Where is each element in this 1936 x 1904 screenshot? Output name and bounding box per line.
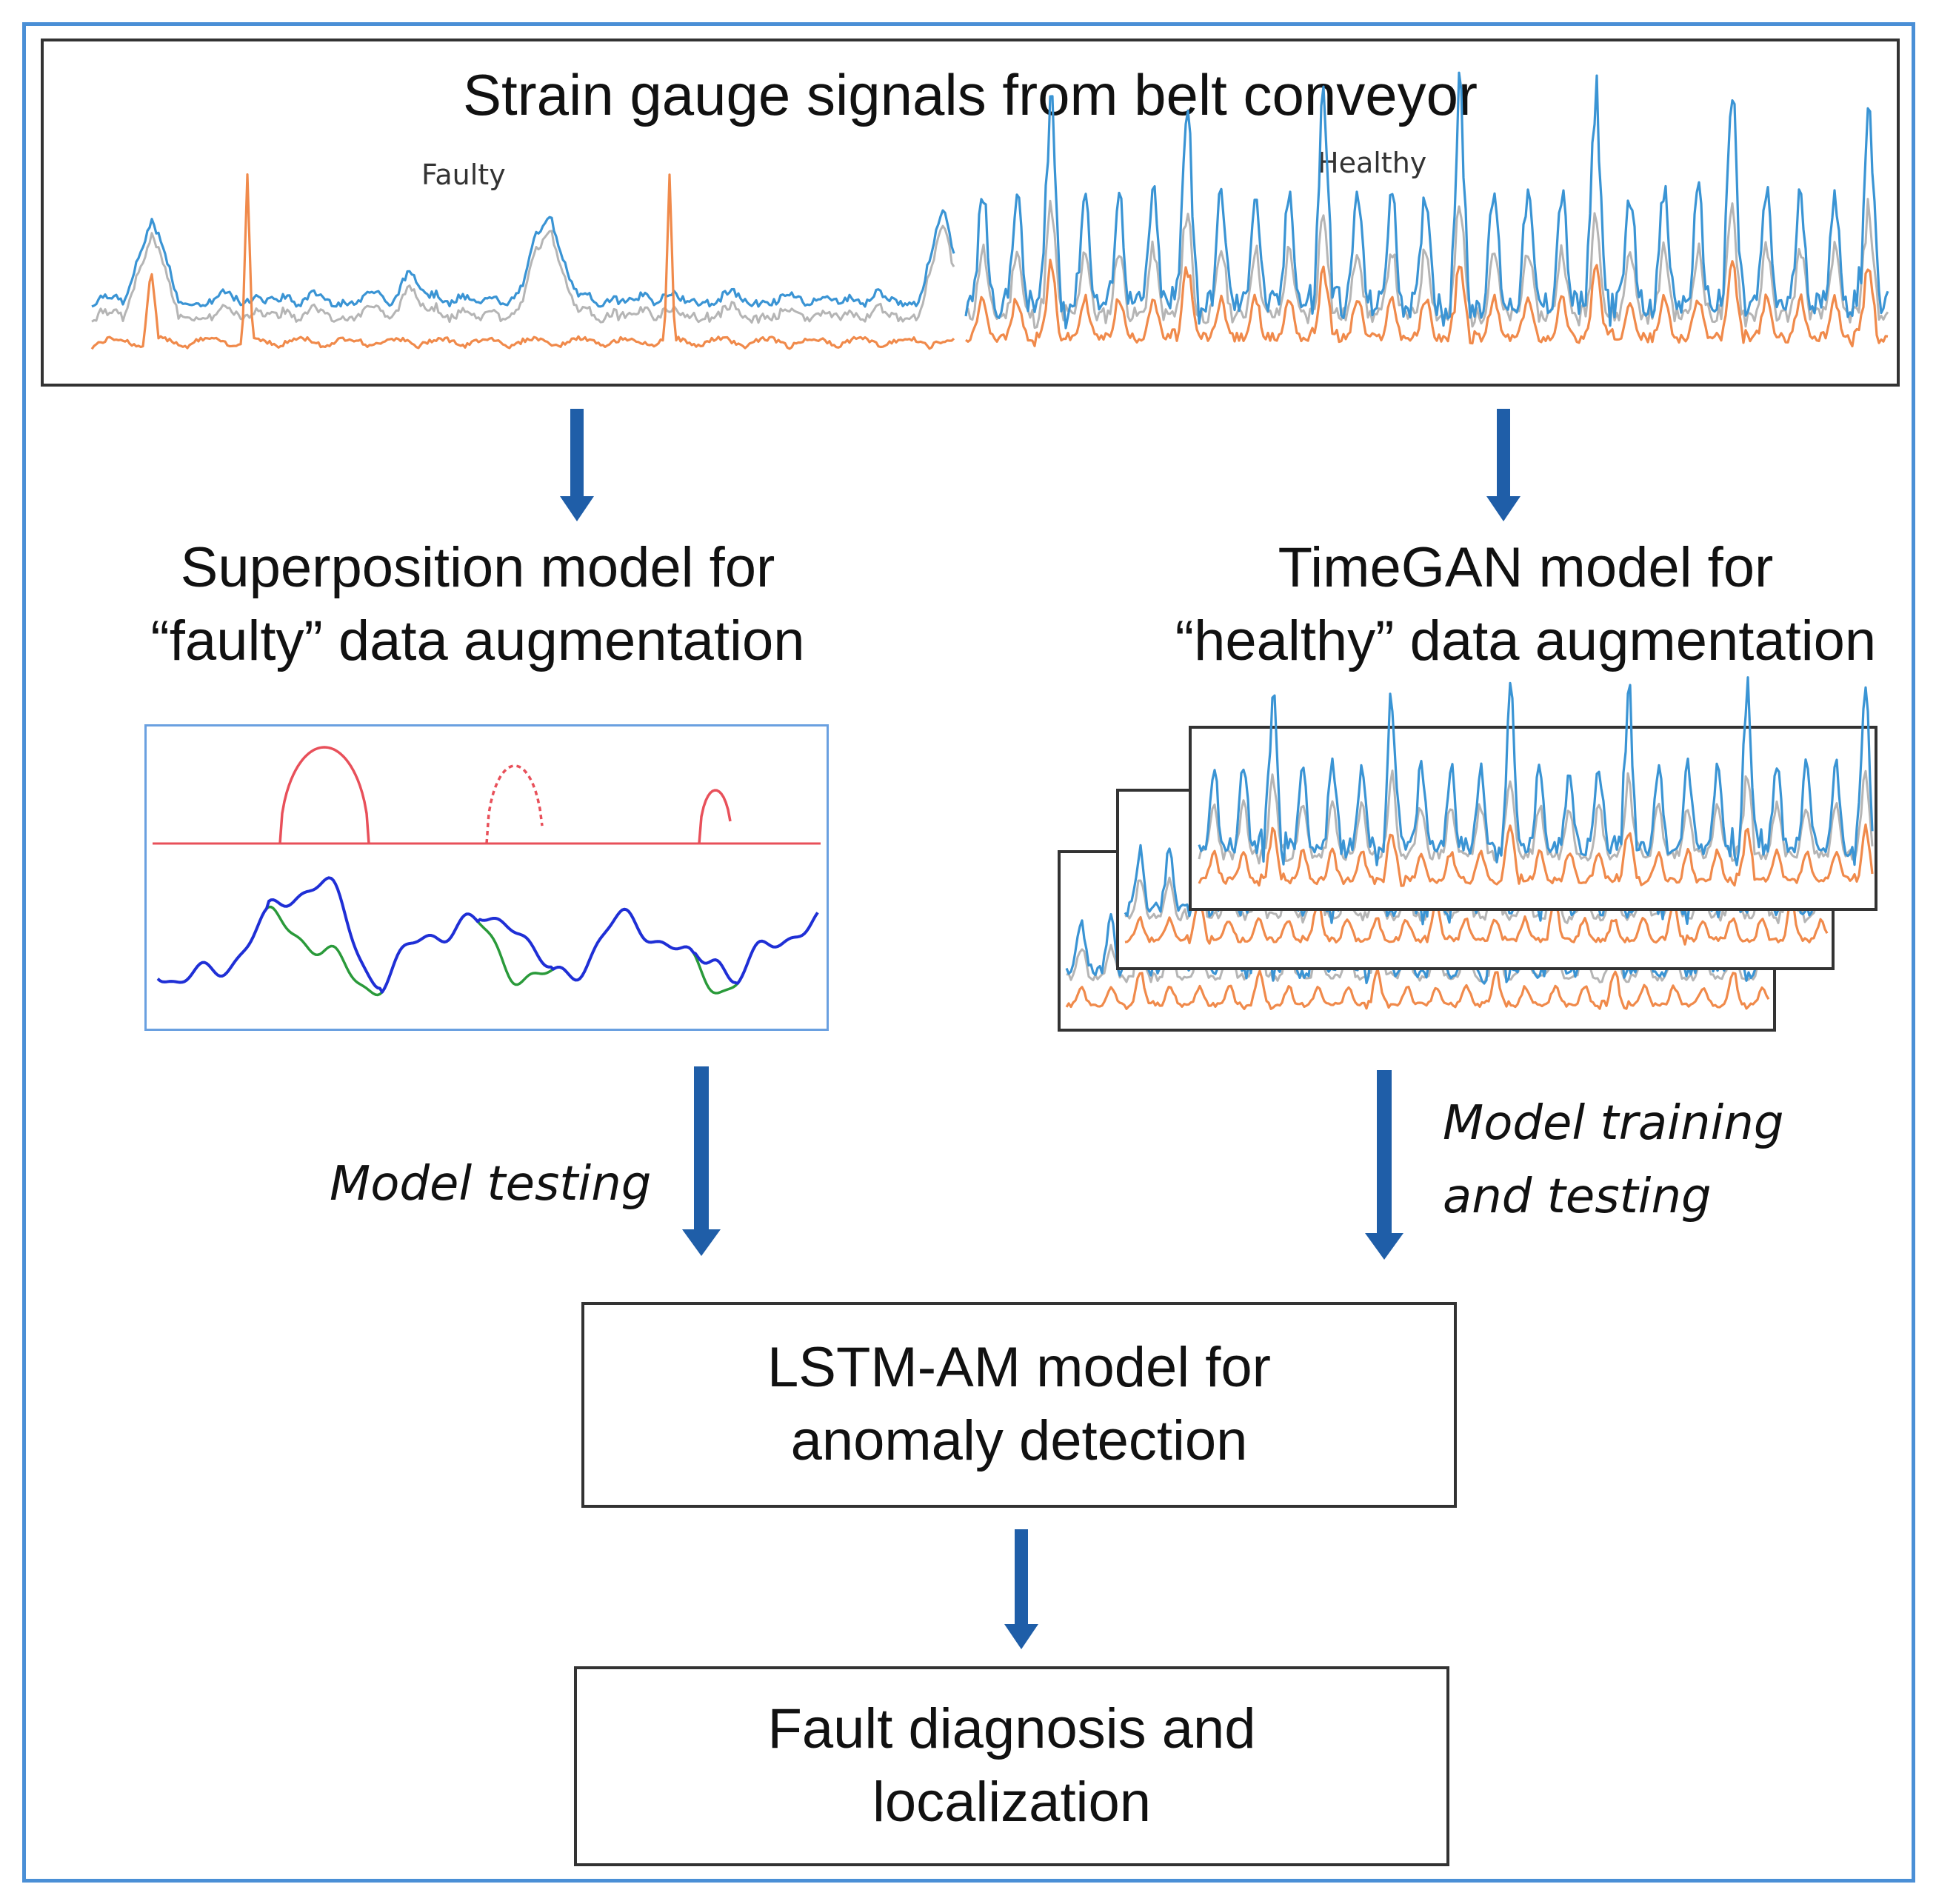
arrow-down-left-1 [560,409,594,521]
faulty-blue-signal-line [91,209,955,308]
orange-signal-line [965,258,1889,348]
model-training-label-line1: Model training [1443,1096,1784,1151]
fault-pulse-2 [485,764,544,844]
healthy-label: Healthy [1318,147,1427,179]
faulty-label: Faulty [421,158,506,191]
superposition-plot [153,746,821,997]
fault-diagnosis-line1: Fault diagnosis and [767,1697,1256,1761]
faulty-signal-line [156,876,819,994]
fault-diagnosis-line2: localization [872,1771,1151,1834]
faulty-orange-signal-line [90,173,955,350]
gray-signal-line [1198,769,1874,865]
strain-gauge-box: Strain gauge signals from belt conveyor … [41,39,1900,387]
lstm-am-box: LSTM-AM model for anomaly detection [581,1302,1457,1508]
superposition-heading-line2: “faulty” data augmentation [150,609,805,672]
lstm-am-line2: anomaly detection [790,1409,1248,1472]
timegan-heading-line2: “healthy” data augmentation [1175,609,1877,672]
fault-diagnosis-text: Fault diagnosis and localization [767,1693,1255,1840]
arrow-down-right-1 [1486,409,1521,521]
blue-signal-line [964,71,1889,330]
timegan-heading: TimeGAN model for “healthy” data augment… [1126,532,1926,678]
orange-signal-line [1065,968,1770,1010]
faulty-gray-signal-line [91,224,955,324]
fault-diagnosis-box: Fault diagnosis and localization [574,1666,1449,1866]
lstm-am-text: LSTM-AM model for anomaly detection [767,1332,1271,1478]
blue-signal-line [1198,676,1874,866]
fault-pulse-1 [278,746,370,844]
timegan-plot-front-signal [1198,676,1874,887]
arrow-down-left-2 [682,1066,721,1256]
healthy-signal-plot [964,71,1889,348]
fault-pulse-3 [698,789,732,844]
arrow-down-bottom [1004,1529,1038,1649]
outer-frame [22,22,1915,1883]
orange-signal-line [1198,823,1874,887]
model-training-label-line2: and testing [1443,1169,1712,1225]
lstm-am-line1: LSTM-AM model for [767,1336,1271,1400]
faulty-signal-plot [90,173,955,350]
timegan-heading-line1: TimeGAN model for [1278,536,1774,599]
orange-signal-line [1124,898,1829,946]
strain-gauge-title: Strain gauge signals from belt conveyor [462,62,1478,127]
model-training-label: Model training and testing [1443,1087,1783,1234]
superposition-heading-line1: Superposition model for [180,536,775,599]
superposition-plot-box [144,724,829,1031]
model-testing-label: Model testing [330,1157,652,1212]
timegan-plot-front [1189,676,1877,911]
superposition-heading: Superposition model for “faulty” data au… [81,532,874,678]
gray-signal-line [964,198,1889,330]
arrow-down-right-2 [1365,1070,1403,1260]
